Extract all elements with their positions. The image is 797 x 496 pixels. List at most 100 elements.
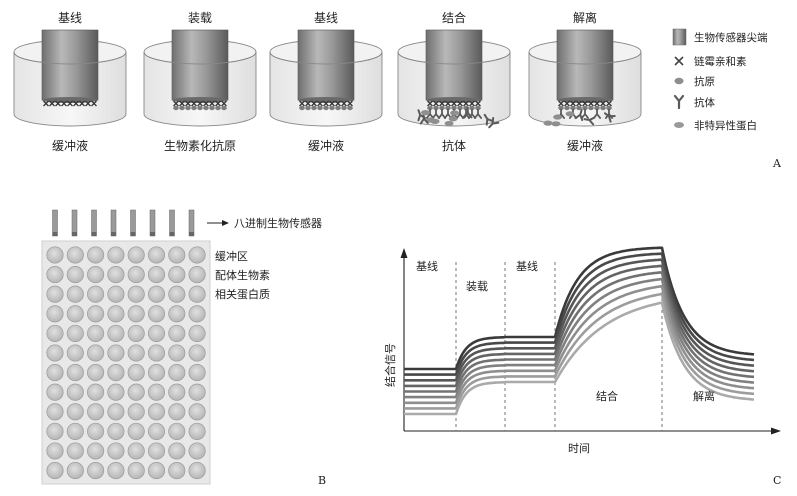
- surface-molecules: [173, 100, 227, 111]
- plate-well: [127, 383, 145, 401]
- surface-molecules: [543, 100, 616, 127]
- legend: 生物传感器尖端 链霉亲和素 抗原 抗体 非特异性蛋白: [672, 28, 768, 132]
- plate-well: [107, 285, 125, 303]
- plate-well: [46, 383, 64, 401]
- legend-item-streptavidin: 链霉亲和素: [674, 55, 747, 68]
- plate-well: [107, 383, 125, 401]
- plate-well: [168, 305, 186, 323]
- plate-well: [66, 403, 84, 421]
- antibody-icon: [473, 108, 483, 119]
- cup-rim-front: [269, 51, 383, 65]
- plate-well: [87, 403, 105, 421]
- antibody-icon: [574, 109, 584, 122]
- plate-well: [46, 285, 64, 303]
- cup-rim-front: [528, 51, 642, 65]
- plate-well: [188, 364, 206, 382]
- biosensor-tip-icon: [672, 28, 687, 46]
- biosensor-tip-icon: [171, 29, 229, 101]
- plate-well: [87, 344, 105, 362]
- stage-title: 基线: [314, 11, 338, 25]
- stage-caption: 缓冲液: [567, 138, 603, 153]
- plate-well: [66, 462, 84, 480]
- phase-label-association: 结合: [596, 389, 618, 403]
- plate-well: [188, 324, 206, 342]
- legend-label: 生物传感器尖端: [694, 31, 768, 44]
- x-axis-arrow: [771, 427, 781, 435]
- legend-item-antigen: 抗原: [674, 75, 715, 88]
- plate-well: [66, 422, 84, 440]
- sensorgram-curve: [404, 246, 755, 371]
- plate-well: [87, 442, 105, 460]
- plate-well: [127, 324, 145, 342]
- plate-well: [127, 285, 145, 303]
- biosensor-tip-icon: [425, 29, 483, 101]
- plate-well: [127, 462, 145, 480]
- plate-well: [87, 324, 105, 342]
- plate-well: [107, 266, 125, 284]
- nonspecific-protein-icon: [565, 111, 575, 117]
- legend-label: 抗原: [694, 75, 715, 88]
- microplate: [41, 240, 211, 485]
- plate-well: [87, 266, 105, 284]
- nonspecific-protein-icon: [421, 110, 431, 116]
- plate-well: [147, 364, 166, 382]
- plate-well: [87, 383, 105, 401]
- stage-title: 解离: [573, 10, 597, 25]
- plate-well: [66, 442, 84, 460]
- plate-well: [188, 344, 206, 362]
- phase-label-loading: 装载: [466, 280, 488, 293]
- plate-wells: [46, 246, 206, 480]
- plate-well: [107, 403, 125, 421]
- plate-well: [168, 344, 186, 362]
- sensorgram-curve: [404, 292, 755, 410]
- cup-rim-front: [397, 51, 511, 65]
- sensorgram-curve: [404, 252, 755, 376]
- phase-label-dissociation: 解离: [693, 389, 715, 403]
- antibody-icon: [483, 113, 494, 126]
- plate-well: [87, 285, 105, 303]
- plate-well: [188, 422, 206, 440]
- sensor-arrow: [207, 220, 229, 226]
- legend-item-nonspecific-protein: 非特异性蛋白: [674, 119, 757, 132]
- sensorgram-curve: [404, 285, 755, 405]
- surface-molecules: [43, 100, 97, 107]
- sensorgram-curve: [404, 271, 755, 393]
- plate-label-buffer: 缓冲区: [215, 249, 248, 263]
- plate-well: [168, 442, 186, 460]
- legend-item-biosensor-tip: 生物传感器尖端: [672, 28, 768, 46]
- nonspecific-protein-icon: [543, 120, 553, 126]
- cup-rim-front: [13, 51, 127, 65]
- surface-molecules: [299, 100, 353, 111]
- panel-b-plate: 八进制生物传感器 缓冲区 配体生物素 相关蛋白质: [41, 209, 322, 485]
- octet-sensor: [188, 209, 195, 237]
- plate-well: [107, 305, 125, 323]
- stage-caption: 抗体: [442, 138, 466, 153]
- octet-sensor: [169, 209, 175, 237]
- phase-label-baseline-1: 基线: [416, 259, 438, 273]
- plate-well: [147, 383, 166, 401]
- panel-c-sensorgram: 基线 装载 基线 结合 解离 结合信号 时间: [383, 246, 781, 455]
- octet-sensor: [91, 209, 97, 237]
- plate-well: [66, 285, 84, 303]
- plate-well: [147, 462, 166, 480]
- nonspecific-protein-icon: [426, 117, 436, 123]
- plate-well: [168, 364, 186, 382]
- plate-well: [107, 462, 125, 480]
- plate-well: [46, 344, 64, 362]
- plate-well: [147, 324, 166, 342]
- phase-label-baseline-2: 基线: [516, 259, 538, 273]
- antigen-icon: [674, 77, 684, 85]
- plate-well: [147, 422, 166, 440]
- nonspecific-protein-icon: [444, 120, 454, 127]
- plate-well: [168, 324, 186, 342]
- plate-well: [147, 285, 166, 303]
- plate-well: [147, 403, 166, 421]
- plate-well: [107, 324, 125, 342]
- plate-well: [66, 383, 84, 401]
- antibody-icon: [488, 116, 500, 129]
- antibody-icon: [583, 116, 596, 126]
- biosensor-tip-icon: [556, 29, 614, 101]
- plate-well: [168, 266, 186, 284]
